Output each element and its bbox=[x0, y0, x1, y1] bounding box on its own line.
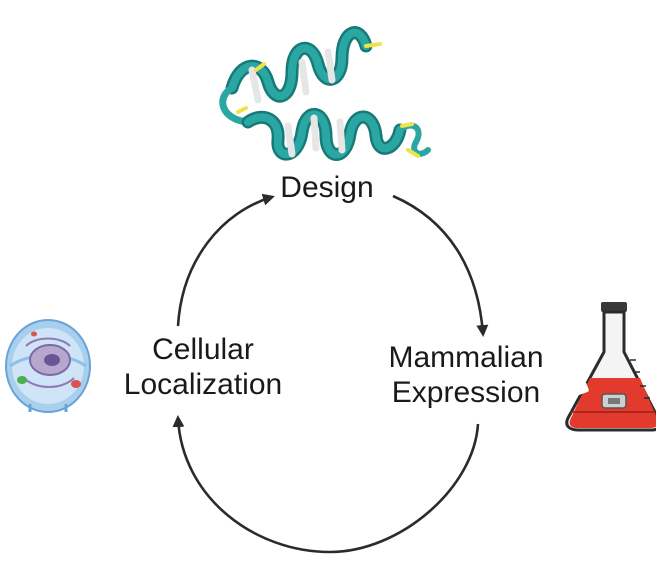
expression-label-line1: Mammalian bbox=[388, 341, 544, 374]
erlenmeyer-flask-icon bbox=[565, 302, 656, 432]
localization-label-line2: Localization bbox=[123, 368, 283, 402]
arrow-localization-to-design bbox=[176, 193, 275, 327]
mammalian-cell-icon bbox=[5, 319, 91, 413]
stage-label-cellular-localization: Cellular Localization bbox=[118, 332, 288, 403]
arrow-design-to-expression bbox=[392, 194, 489, 337]
peptide-helix-icon bbox=[219, 26, 431, 161]
arrow-expression-to-localization bbox=[172, 415, 480, 554]
localization-label-line1: Cellular bbox=[152, 333, 254, 366]
stage-label-mammalian-expression: Mammalian Expression bbox=[366, 340, 566, 411]
stage-label-design: Design bbox=[262, 170, 392, 205]
expression-label-line2: Expression bbox=[391, 376, 541, 410]
design-label: Design bbox=[280, 171, 374, 204]
